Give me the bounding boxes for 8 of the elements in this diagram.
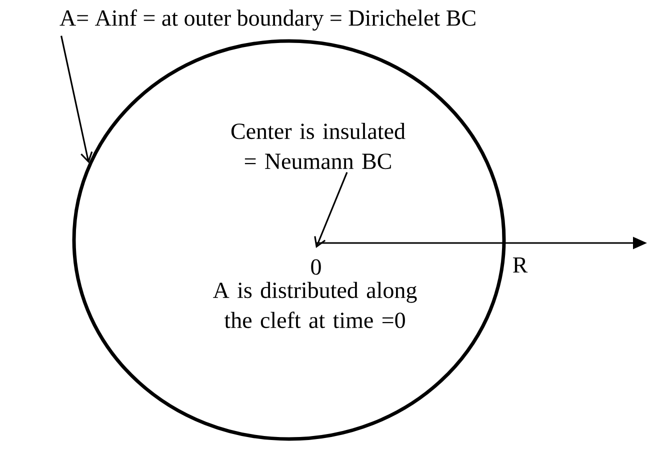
leader-arrow (60, 36, 93, 164)
boundary-note: A= Ainf = at outer boundary = Dirichelet BC (60, 9, 476, 31)
boundary-ellipse (72, 39, 506, 441)
initial-condition-note: A is distributed along the cleft at time =0 (213, 282, 417, 328)
leader-arrow (314, 172, 348, 248)
center-note: Center is insulated = Neumann BC (231, 122, 406, 170)
origin-label: 0 (311, 259, 321, 275)
radius-label: R (513, 257, 528, 273)
